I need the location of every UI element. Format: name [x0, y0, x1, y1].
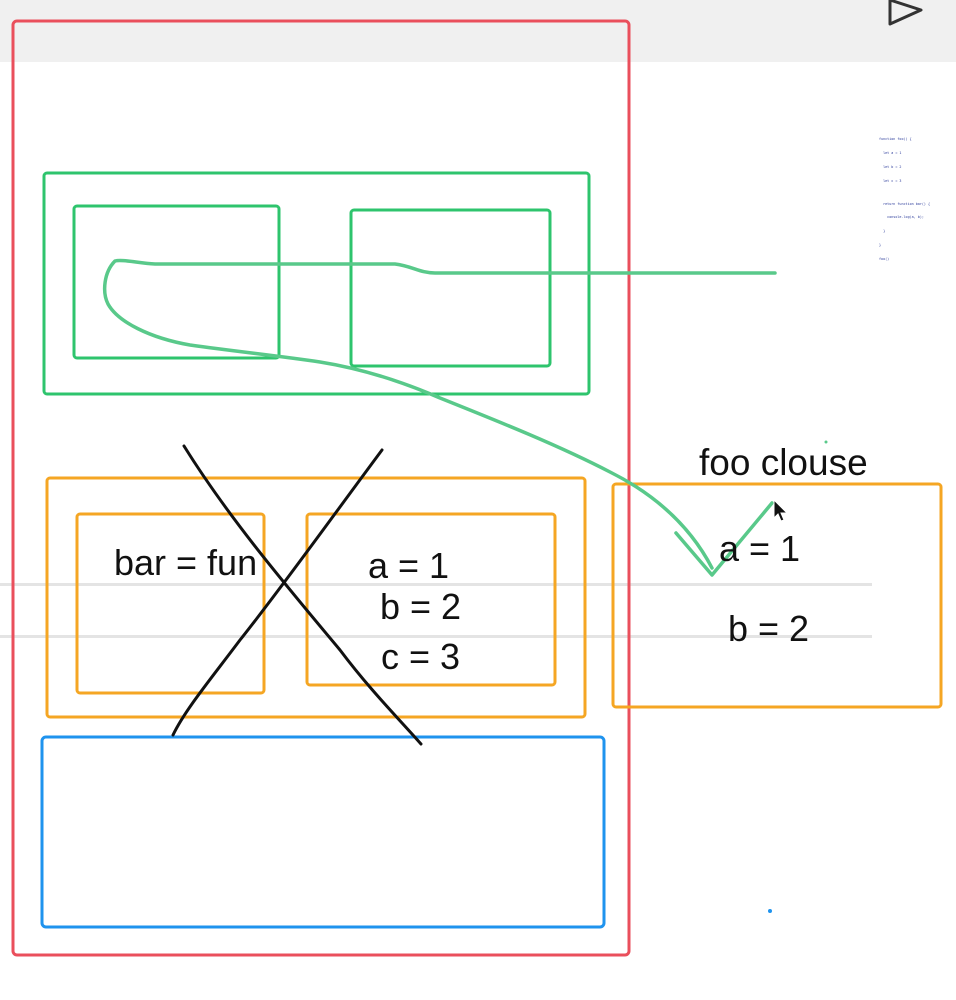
- code-thumbnail[interactable]: function foo() { let a = 1 let b = 2 let…: [879, 128, 949, 260]
- top-toolbar: [0, 0, 956, 62]
- code-line: foo(): [879, 256, 890, 261]
- heap-box: [40, 735, 606, 929]
- stray-dot: [768, 909, 772, 913]
- global-variables-box: [72, 204, 281, 360]
- code-line: return function bar() {: [879, 201, 931, 206]
- closure-box: [611, 482, 943, 709]
- code-line: let c = 3: [879, 178, 902, 183]
- code-line: console.log(a, b);: [879, 215, 924, 220]
- stray-dot: [824, 440, 828, 444]
- call-stack-frame: [11, 19, 631, 957]
- value-b-label: b = 2: [380, 586, 462, 627]
- closure-reference-arrow: [102, 258, 777, 570]
- code-line: let a = 1: [879, 150, 902, 155]
- code-line: }: [879, 229, 886, 234]
- code-line: }: [879, 242, 882, 247]
- code-line: let b = 2: [879, 164, 902, 169]
- closure-title: foo clouse: [699, 442, 868, 483]
- guide-line: [0, 635, 872, 638]
- cross-out-stroke: [171, 448, 384, 737]
- bar-execution-context-box: [45, 476, 587, 719]
- global-context-box: [42, 171, 591, 396]
- cursor-icon: [773, 498, 789, 522]
- closure-value-b: b = 2: [728, 608, 810, 649]
- guide-line: [0, 583, 872, 586]
- value-c-label: c = 3: [381, 636, 461, 677]
- global-scope-box: [349, 208, 552, 368]
- code-line: function foo() {: [879, 137, 912, 142]
- closure-value-a: a = 1: [719, 528, 801, 569]
- bar-variable-label: bar = fun: [114, 542, 258, 583]
- bar-variables-box: [75, 512, 266, 695]
- check-mark: [674, 501, 774, 577]
- value-a-label: a = 1: [368, 545, 450, 586]
- cross-out-stroke: [182, 444, 423, 746]
- play-icon[interactable]: [888, 0, 923, 26]
- bar-values-box: [305, 512, 557, 687]
